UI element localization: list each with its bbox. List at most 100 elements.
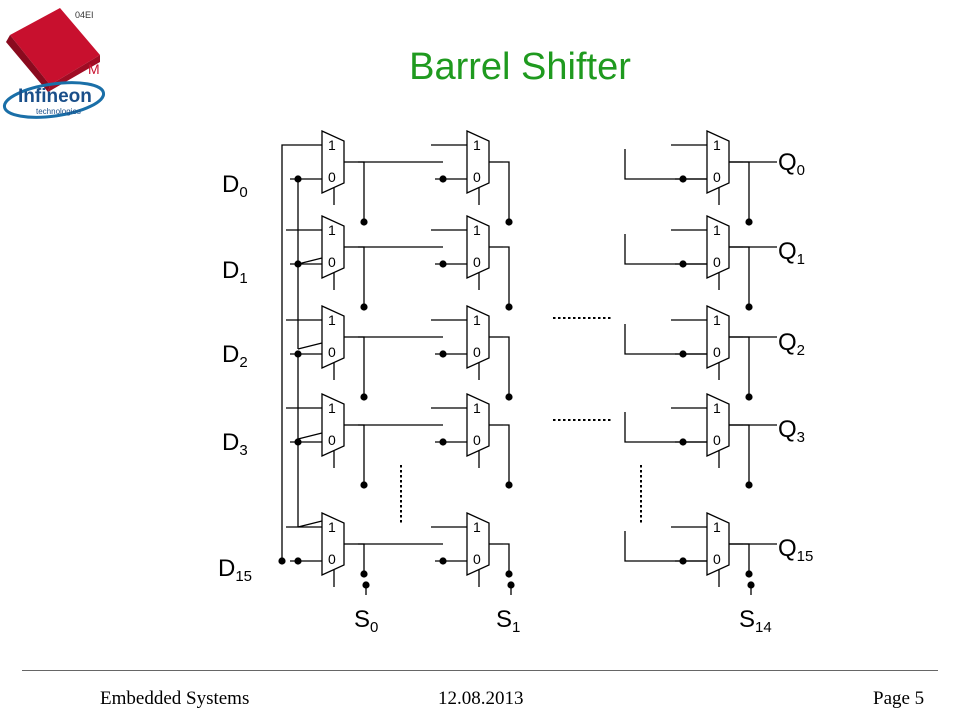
junction-dot <box>278 557 286 565</box>
junction-dot <box>745 303 753 311</box>
mux-input-0-label: 0 <box>473 254 481 270</box>
wire <box>743 161 750 222</box>
junction-dot <box>439 557 447 565</box>
mux-input-1-label: 1 <box>328 312 336 328</box>
mux-input-0-label: 0 <box>328 551 336 567</box>
junction-dot <box>360 218 368 226</box>
junction-dot <box>505 393 513 401</box>
mux-input-1-label: 1 <box>473 222 481 238</box>
wire <box>624 412 707 443</box>
wire <box>624 149 707 180</box>
mux-body <box>706 511 730 577</box>
mux-input-1-label: 1 <box>328 137 336 153</box>
logo-letter: M <box>88 61 100 77</box>
mux-body <box>321 511 345 577</box>
mux-input-0-label: 0 <box>713 169 721 185</box>
mux-input-1-label: 1 <box>713 137 721 153</box>
wire <box>297 432 323 440</box>
slide-title: Barrel Shifter <box>409 46 631 88</box>
junction-dot <box>745 393 753 401</box>
footer-course: Embedded Systems <box>100 688 250 709</box>
logo-corner-mark: 04EI <box>75 10 94 20</box>
wire <box>503 543 510 574</box>
wire <box>624 234 707 265</box>
output-label-Q2: Q2 <box>778 329 805 359</box>
wire <box>503 246 510 307</box>
wire <box>503 336 510 397</box>
junction-dot <box>360 481 368 489</box>
mux-input-0-label: 0 <box>473 169 481 185</box>
select-label-S0: S0 <box>354 606 378 636</box>
mux-input-0-label: 0 <box>713 344 721 360</box>
mux-input-1-label: 1 <box>473 519 481 535</box>
input-label-D3: D3 <box>222 429 248 459</box>
junction-dot <box>745 218 753 226</box>
wire <box>281 144 286 561</box>
wire <box>297 342 323 350</box>
output-label-Q0: Q0 <box>778 149 805 179</box>
mux-input-0-label: 0 <box>328 344 336 360</box>
wire <box>358 161 365 222</box>
mux-body <box>321 214 345 280</box>
junction-dot <box>505 570 513 578</box>
mux-input-1-label: 1 <box>328 222 336 238</box>
logo-tagline: technologies <box>36 107 81 116</box>
junction-dot <box>439 350 447 358</box>
footer-page: Page 5 <box>873 688 925 709</box>
logo-brand: Infineon <box>18 86 92 107</box>
wire <box>503 424 510 485</box>
mux-input-1-label: 1 <box>328 519 336 535</box>
mux-input-1-label: 1 <box>328 400 336 416</box>
wire <box>297 257 323 265</box>
wire <box>624 324 707 355</box>
mux-body <box>466 392 490 458</box>
junction-dot <box>360 570 368 578</box>
mux-input-0-label: 0 <box>473 344 481 360</box>
select-label-S1: S1 <box>496 606 520 636</box>
junction-dot <box>745 570 753 578</box>
wire <box>358 336 365 397</box>
mux-body <box>321 392 345 458</box>
mux-input-0-label: 0 <box>473 551 481 567</box>
junction-dot <box>360 393 368 401</box>
mux-input-0-label: 0 <box>713 254 721 270</box>
wire <box>743 543 750 574</box>
mux-input-1-label: 1 <box>713 400 721 416</box>
mux-input-1-label: 1 <box>473 400 481 416</box>
junction-dot <box>505 481 513 489</box>
wire <box>743 246 750 307</box>
infineon-logo: 04EI M Infineon technologies <box>2 8 106 119</box>
mux-input-1-label: 1 <box>473 137 481 153</box>
output-label-Q1: Q1 <box>778 238 805 268</box>
wire <box>743 336 750 397</box>
wire <box>297 520 323 528</box>
mux-input-0-label: 0 <box>713 551 721 567</box>
mux-body <box>466 129 490 195</box>
junction-dot <box>505 303 513 311</box>
mux-body <box>706 304 730 370</box>
mux-body <box>466 511 490 577</box>
input-label-D2: D2 <box>222 341 248 371</box>
wire <box>743 424 750 485</box>
mux-input-0-label: 0 <box>328 169 336 185</box>
mux-input-0-label: 0 <box>328 432 336 448</box>
footer-date: 12.08.2013 <box>438 688 524 709</box>
mux-input-1-label: 1 <box>473 312 481 328</box>
mux-input-0-label: 0 <box>713 432 721 448</box>
junction-dot <box>439 438 447 446</box>
junction-dot <box>439 175 447 183</box>
mux-input-1-label: 1 <box>713 519 721 535</box>
wire <box>358 424 365 485</box>
select-label-S14: S14 <box>739 606 772 636</box>
junction-dot <box>505 218 513 226</box>
input-label-D15: D15 <box>218 555 252 585</box>
mux-input-1-label: 1 <box>713 312 721 328</box>
junction-dot <box>439 260 447 268</box>
mux-body <box>706 129 730 195</box>
input-label-D1: D1 <box>222 257 248 287</box>
footer-divider <box>22 670 938 671</box>
junction-dot <box>294 557 302 565</box>
mux-input-0-label: 0 <box>328 254 336 270</box>
mux-body <box>466 304 490 370</box>
wire <box>503 161 510 222</box>
